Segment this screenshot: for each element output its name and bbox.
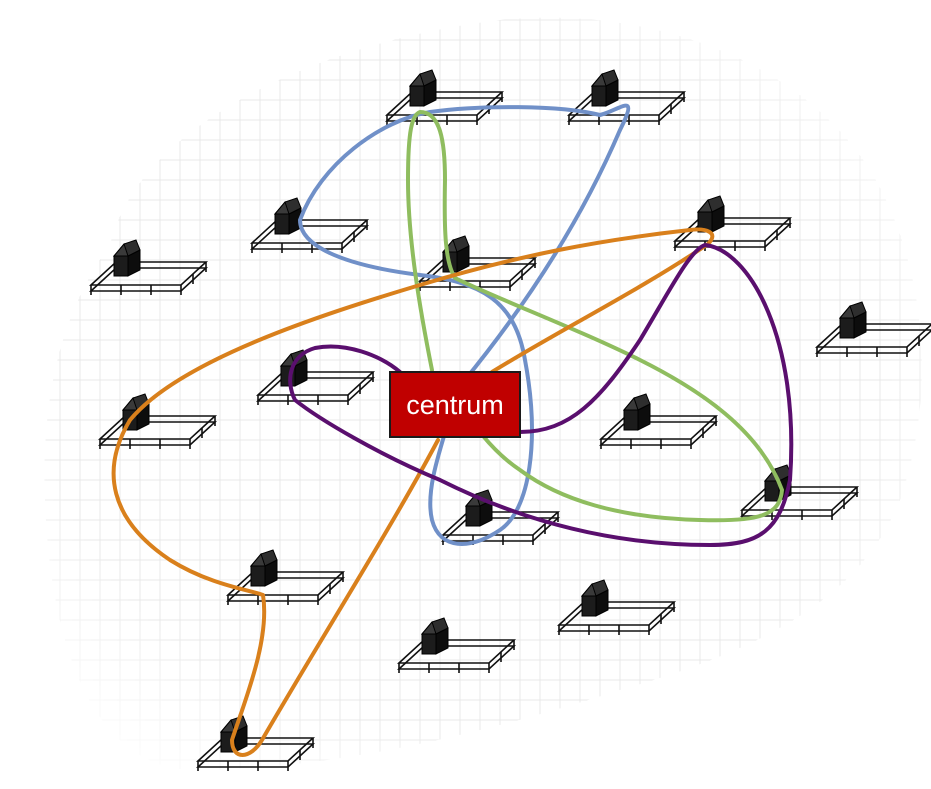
fence-icon bbox=[556, 601, 677, 635]
barn-icon bbox=[219, 715, 248, 753]
routes bbox=[111, 103, 794, 757]
fence-icon bbox=[598, 415, 719, 449]
farm-15 bbox=[396, 617, 517, 673]
barn-icon bbox=[408, 69, 437, 107]
fence-icon bbox=[566, 91, 687, 125]
barn-icon bbox=[622, 393, 651, 431]
fence-icon bbox=[739, 486, 860, 520]
barn-icon bbox=[838, 301, 867, 339]
barn-icon bbox=[420, 617, 449, 655]
route-green-line bbox=[406, 110, 784, 523]
farm-1 bbox=[384, 69, 505, 125]
fence-icon bbox=[384, 91, 505, 125]
barn-icon bbox=[696, 195, 725, 233]
centrum-label: centrum bbox=[406, 390, 504, 420]
farm-7 bbox=[814, 301, 931, 357]
farm-16 bbox=[195, 715, 316, 771]
fence-icon bbox=[440, 511, 561, 545]
fence-icon bbox=[814, 323, 931, 357]
fence-icon bbox=[396, 639, 517, 673]
fence-icon bbox=[195, 737, 316, 771]
fence-icon bbox=[672, 217, 793, 251]
farm-10 bbox=[598, 393, 719, 449]
fence-icon bbox=[88, 261, 209, 295]
route-orange-line bbox=[111, 227, 715, 757]
farms bbox=[88, 69, 931, 771]
centrum-node: centrum bbox=[389, 371, 521, 438]
barn-icon bbox=[590, 69, 619, 107]
farm-14 bbox=[556, 579, 677, 635]
fence-icon bbox=[255, 371, 376, 405]
route-purple-line bbox=[288, 243, 794, 547]
barn-icon bbox=[112, 239, 141, 277]
farm-4 bbox=[88, 239, 209, 295]
farm-2 bbox=[566, 69, 687, 125]
barn-icon bbox=[249, 549, 278, 587]
barn-icon bbox=[580, 579, 609, 617]
fence-icon bbox=[97, 415, 218, 449]
centrum-box bbox=[389, 371, 521, 438]
farm-6 bbox=[672, 195, 793, 251]
fence-icon bbox=[225, 571, 346, 605]
fence-icon bbox=[417, 257, 538, 291]
route-blue-line bbox=[298, 103, 631, 546]
farm-13 bbox=[225, 549, 346, 605]
